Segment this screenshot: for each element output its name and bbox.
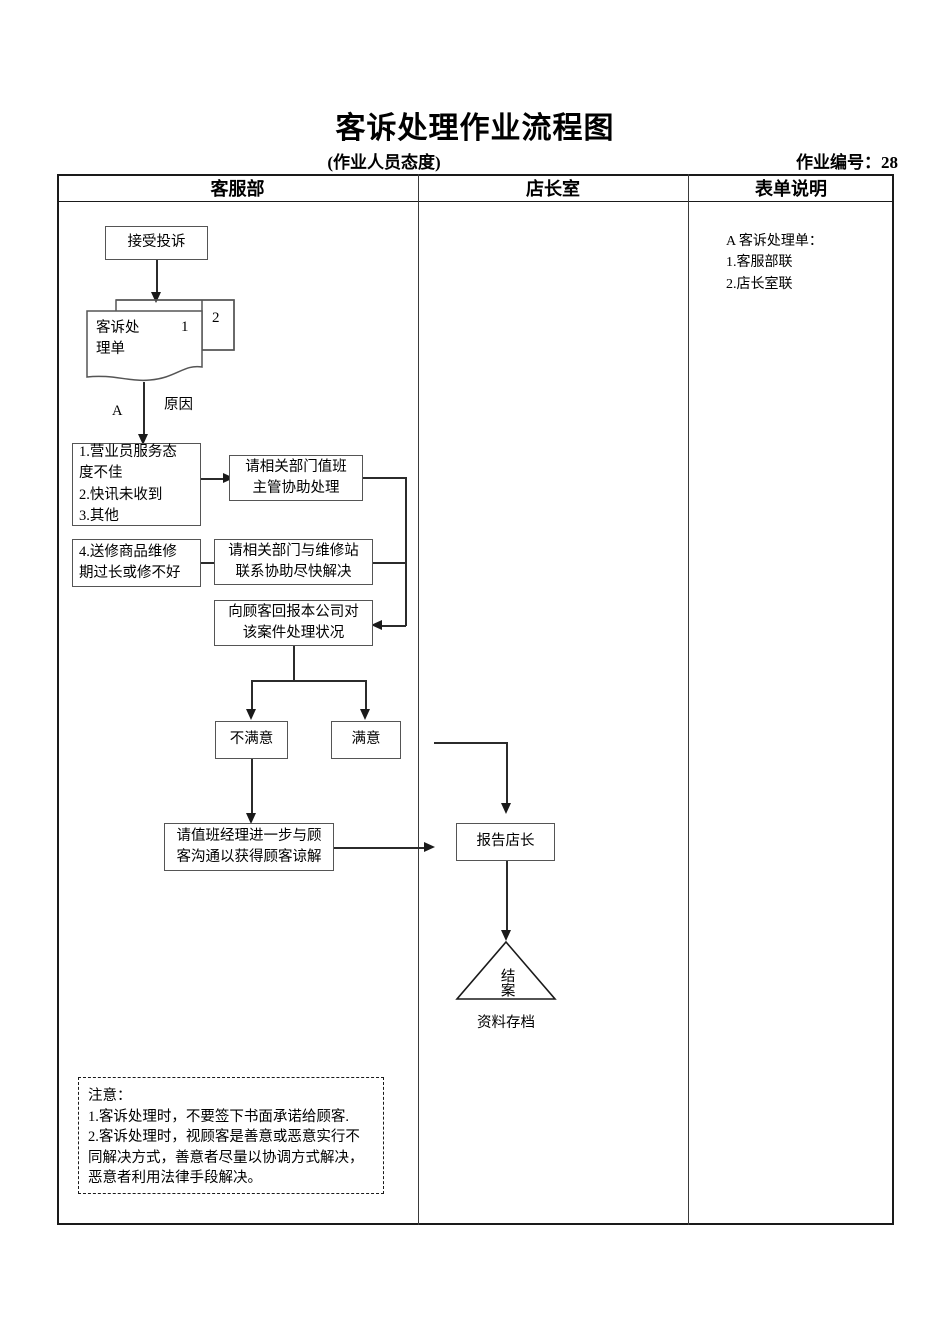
connector-to-dissatisfied: [251, 680, 253, 713]
column-header-customer-service: 客服部: [210, 179, 265, 199]
arrowhead-receive-to-form: [151, 292, 161, 303]
connector-satisfaction-split: [251, 680, 367, 682]
connector-report-to-terminator: [506, 861, 508, 936]
terminator-label: 结案: [498, 968, 515, 997]
complaint-form-label: 客诉处 理单: [96, 320, 140, 358]
node-report-to-customer[interactable]: 向顾客回报本公司对 该案件处理状况: [214, 600, 373, 646]
connector-right-vertical: [405, 477, 407, 626]
connector-reason4-to-repair: [201, 562, 219, 564]
node-dissatisfied[interactable]: 不满意: [215, 721, 288, 759]
arrowhead-manager-entry: [501, 803, 511, 814]
form-copy-number-front: 1: [181, 319, 189, 335]
connector-supervisor-right: [363, 477, 407, 479]
arrowhead-to-dissatisfied: [246, 709, 256, 720]
column-divider-1: [418, 174, 419, 1225]
column-header-form-description: 表单说明: [755, 179, 827, 199]
arrowhead-report-to-terminator: [501, 930, 511, 941]
node-duty-supervisor-assist[interactable]: 请相关部门值班 主管协助处理: [229, 455, 363, 501]
node-report-store-manager[interactable]: 报告店长: [456, 823, 555, 861]
arrowhead-escalate-to-report: [424, 842, 435, 852]
header-rule: [57, 201, 894, 202]
connector-report-down: [293, 646, 295, 681]
connector-escalate-to-report: [334, 847, 430, 849]
column-header-store-manager-office: 店长室: [526, 179, 580, 199]
connector-form-to-reasons: [143, 382, 145, 438]
arrowhead-reasons-to-supervisor: [223, 473, 234, 483]
connector-into-report-customer: [380, 625, 406, 627]
form-description-text: A 客诉处理单： 1.客服部联 2.店长室联: [726, 234, 823, 292]
node-complaint-form-document[interactable]: [84, 298, 236, 388]
node-repair-station-contact[interactable]: 请相关部门与维修站 联系协助尽快解决: [214, 539, 373, 585]
connector-reasons-to-supervisor: [201, 478, 227, 480]
connector-repair-right: [373, 562, 407, 564]
arrowhead-dissatisfied-down: [246, 813, 256, 824]
terminator-caption: 资料存档: [477, 1015, 535, 1031]
table-frame: [57, 174, 894, 1225]
job-number: 作业编号：28: [796, 153, 898, 172]
connector-manager-entry-horizontal: [434, 742, 508, 744]
connector-receive-to-form: [156, 260, 158, 294]
label-reason: 原因: [164, 397, 193, 413]
connector-dissatisfied-down: [251, 759, 253, 819]
notes-box: 注意： 1.客诉处理时，不要签下书面承诺给顾客. 2.客诉处理时，视顾客是善意或…: [78, 1077, 384, 1194]
node-satisfied[interactable]: 满意: [331, 721, 401, 759]
node-reasons-1-3[interactable]: 1.营业员服务态 度不佳 2.快讯未收到 3.其他: [72, 443, 201, 526]
node-reason-4[interactable]: 4.送修商品维修 期过长或修不好: [72, 539, 201, 587]
node-escalate-duty-manager[interactable]: 请值班经理进一步与顾 客沟通以获得顾客谅解: [164, 823, 334, 871]
node-case-closed-terminator[interactable]: [455, 940, 557, 1002]
node-receive-complaint[interactable]: 接受投诉: [105, 226, 208, 260]
page-title: 客诉处理作业流程图: [335, 112, 615, 145]
connector-manager-entry-vertical: [506, 742, 508, 809]
form-copy-number-back: 2: [212, 310, 220, 326]
arrowhead-into-report-customer: [371, 620, 382, 630]
label-branch-a: A: [112, 403, 123, 419]
column-divider-2: [688, 174, 689, 1225]
arrowhead-to-satisfied: [360, 709, 370, 720]
arrowhead-form-to-reasons: [138, 434, 148, 445]
page-subtitle: (作业人员态度): [327, 153, 441, 172]
connector-to-satisfied: [365, 680, 367, 713]
